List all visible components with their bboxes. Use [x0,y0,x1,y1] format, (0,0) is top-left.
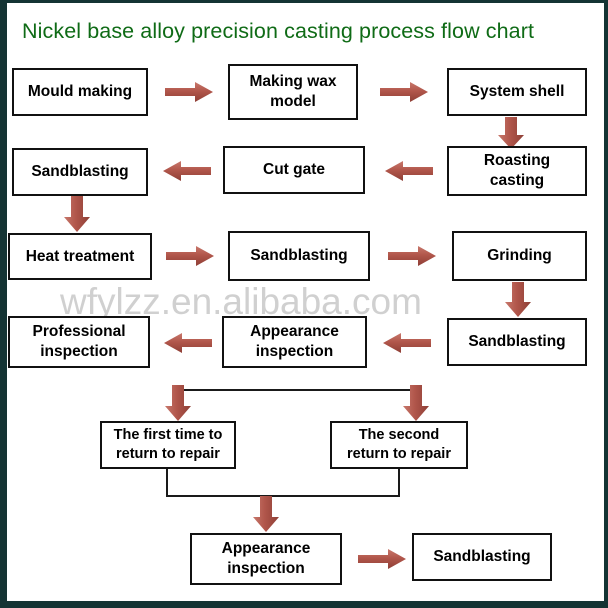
arrow-grinding-to-sandblasting-icon [504,282,532,317]
node-label: The second return to repair [347,427,451,462]
node-label: Sandblasting [468,333,566,351]
node-label: Appearance inspection [250,323,339,360]
arrow-wax-to-shell-icon [380,80,428,104]
node-appearance-inspection-1[interactable]: Appearance inspection [222,316,367,368]
watermark-text: wfylzz.en.alibaba.com [60,281,422,322]
node-label: Cut gate [263,161,325,179]
arrow-cutgate-to-sandblasting-icon [163,159,211,183]
node-label: Sandblasting [31,163,129,181]
merge-line-right-vertical [398,469,400,497]
node-label: Roasting casting [483,152,551,189]
arrow-heat-to-sandblasting-icon [166,244,214,268]
node-label: Heat treatment [25,247,135,265]
node-professional-inspection[interactable]: Professional inspection [8,316,150,368]
arrow-to-second-repair-icon [402,385,430,421]
node-label: Appearance inspection [221,540,311,577]
arrow-roasting-to-cutgate-icon [385,159,433,183]
node-sandblasting-1[interactable]: Sandblasting [12,148,148,196]
node-cut-gate[interactable]: Cut gate [223,146,365,194]
page-title: Nickel base alloy precision casting proc… [22,19,535,43]
node-label: Sandblasting [433,548,531,566]
node-first-return-repair[interactable]: The first time to return to repair [100,421,236,469]
node-system-shell[interactable]: System shell [447,68,587,116]
node-label: The first time to return to repair [113,427,223,462]
node-label: Sandblasting [250,247,348,265]
node-sandblasting-3[interactable]: Sandblasting [447,318,587,366]
arrow-to-first-repair-icon [164,385,192,421]
arrow-appearance-to-professional-icon [164,331,212,355]
repair-bus-top-line [178,389,416,391]
node-making-wax-model[interactable]: Making wax model [228,64,358,120]
node-appearance-inspection-2[interactable]: Appearance inspection [190,533,342,585]
arrow-sandblasting-to-heat-icon [63,196,91,232]
node-grinding[interactable]: Grinding [452,231,587,281]
node-label: System shell [469,83,565,101]
node-mould-making[interactable]: Mould making [12,68,148,116]
merge-line-horizontal [166,495,400,497]
node-heat-treatment[interactable]: Heat treatment [8,233,152,280]
node-sandblasting-2[interactable]: Sandblasting [228,231,370,281]
arrow-shell-to-roasting-icon [497,117,525,149]
node-label: Professional inspection [32,323,126,360]
merge-line-left-vertical [166,469,168,497]
node-roasting-casting[interactable]: Roasting casting [447,146,587,196]
arrow-sandblasting-to-appearance-icon [383,331,431,355]
arrow-repairs-to-appearance-icon [252,496,280,532]
arrow-mould-to-wax-icon [165,80,213,104]
node-label: Grinding [487,247,552,265]
node-label: Making wax model [249,73,337,110]
arrow-sandblasting-to-grinding-icon [388,244,436,268]
node-label: Mould making [27,83,133,101]
node-second-return-repair[interactable]: The second return to repair [330,421,468,469]
arrow-appearance-to-sandblasting-icon [358,547,406,571]
node-sandblasting-4[interactable]: Sandblasting [412,533,552,581]
